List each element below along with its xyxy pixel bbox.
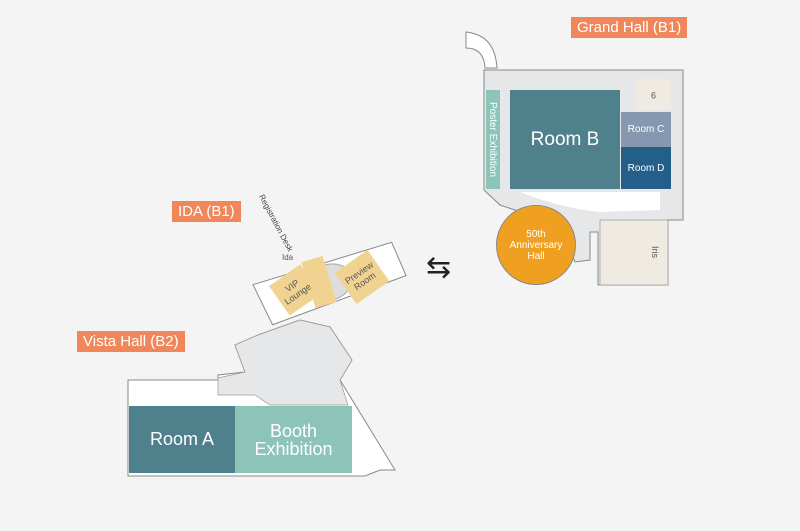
room-c[interactable]: Room C [621,112,671,147]
room-a[interactable]: Room A [129,406,235,473]
anniversary-hall[interactable]: 50th Anniversary Hall [496,205,576,285]
room-9[interactable]: 9 [636,79,671,110]
ida-label: Ida [282,253,294,262]
booth-exhibition[interactable]: Booth Exhibition [235,406,352,473]
swap-arrows-icon: ⇆ [426,251,452,284]
room-9-label: 9 [650,89,656,100]
poster-exhibition-label: Poster Exhibition [487,101,499,178]
room-d[interactable]: Room D [621,147,671,189]
iris-label: Iris [650,246,660,258]
room-iris[interactable]: Iris [640,232,670,272]
room-b[interactable]: Room B [510,90,620,189]
ida-title: IDA (B1) [172,201,241,222]
vista-hall-title: Vista Hall (B2) [77,331,185,352]
poster-exhibition-area[interactable]: Poster Exhibition [486,90,500,189]
grand-hall-title: Grand Hall (B1) [571,17,688,38]
